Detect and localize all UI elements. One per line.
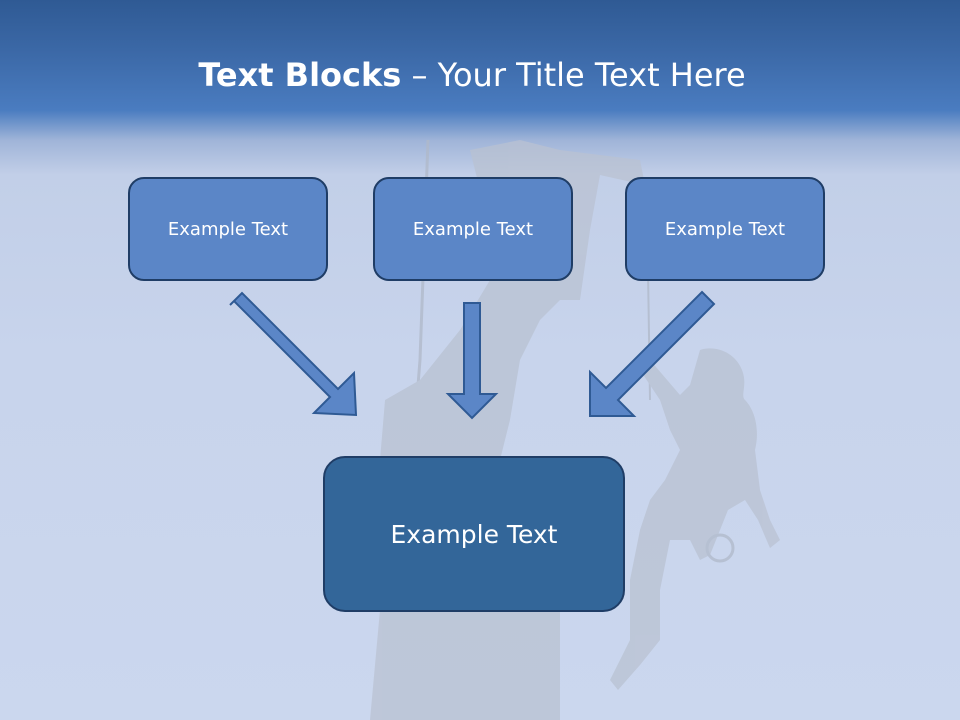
title-bold-part: Text Blocks	[198, 56, 402, 94]
title-rest-part: Your Title Text Here	[437, 56, 746, 94]
arrow-down-icon	[445, 302, 499, 420]
title-separator: –	[401, 56, 438, 94]
text-block-left-label: Example Text	[167, 218, 289, 240]
text-block-right[interactable]: Example Text	[625, 177, 825, 281]
text-block-center[interactable]: Example Text	[373, 177, 573, 281]
slide-title: Text Blocks – Your Title Text Here	[0, 54, 944, 96]
text-block-left[interactable]: Example Text	[128, 177, 328, 281]
text-block-right-label: Example Text	[664, 218, 786, 240]
arrow-down-right-icon	[229, 291, 358, 417]
text-block-main-label: Example Text	[390, 519, 558, 549]
text-block-main[interactable]: Example Text	[323, 456, 625, 612]
arrow-down-left-icon	[589, 290, 716, 417]
text-block-center-label: Example Text	[412, 218, 534, 240]
